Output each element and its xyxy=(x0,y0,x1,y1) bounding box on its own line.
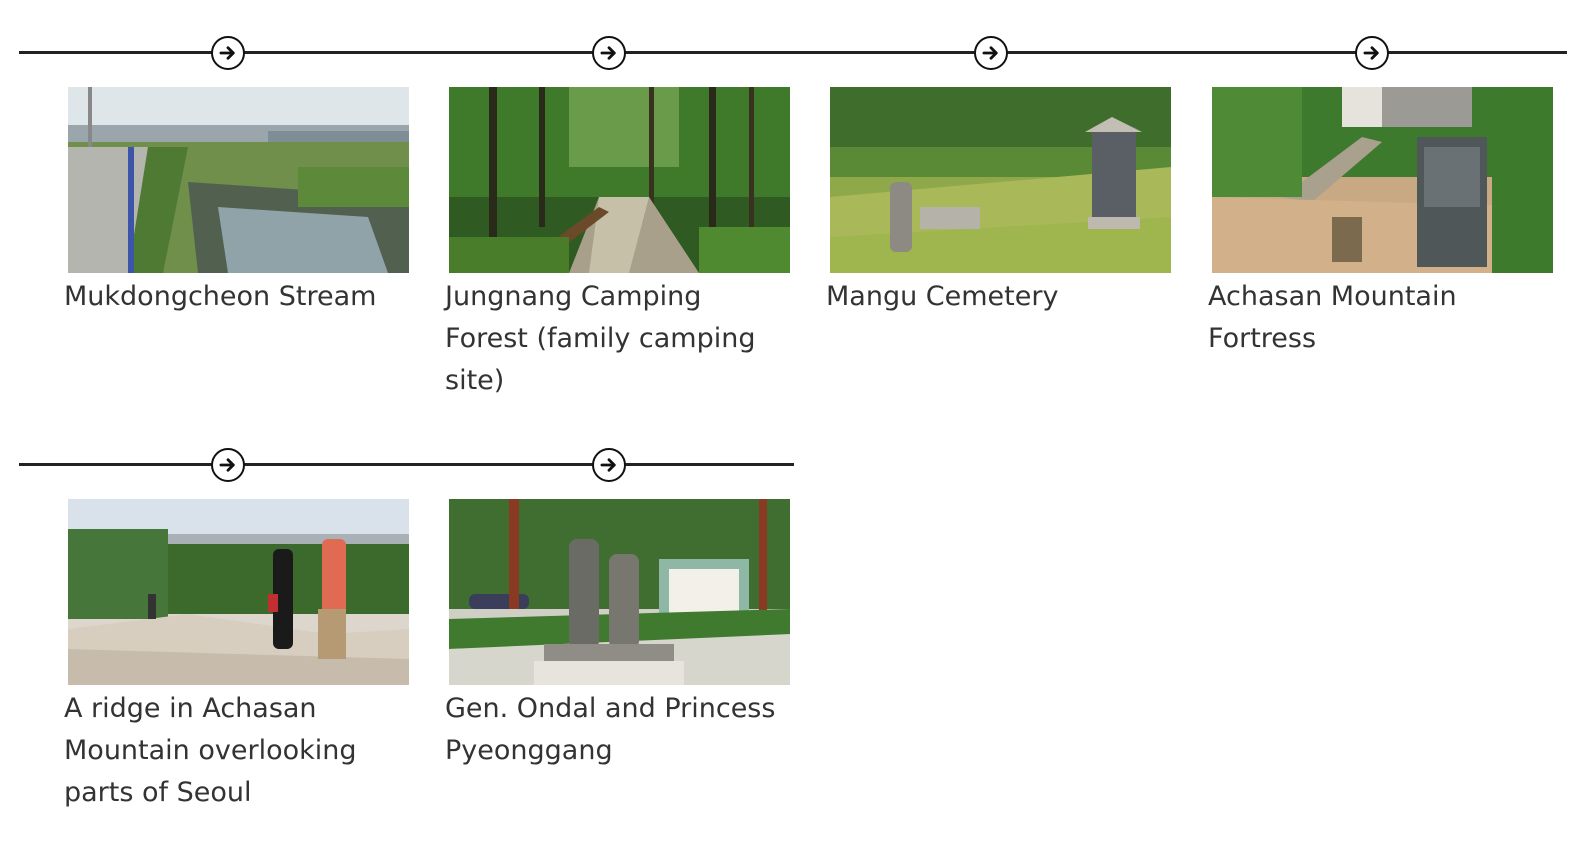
route-line xyxy=(19,51,1567,54)
route-row-1: Mukdongcheon Stream xyxy=(0,0,1589,420)
fortress-photo xyxy=(1212,87,1553,273)
stop-mangu-cemetery[interactable]: Mangu Cemetery xyxy=(826,87,1175,318)
stop-label: A ridge in Achasan Mountain overlooking … xyxy=(64,693,357,808)
stop-label: Jungnang Camping Forest (family camping … xyxy=(445,281,756,396)
stop-ondal-pyeonggang-statue[interactable]: Gen. Ondal and Princess Pyeonggang xyxy=(445,499,794,772)
stop-label: Gen. Ondal and Princess Pyeonggang xyxy=(445,693,776,766)
arrow-right-circle-icon xyxy=(211,448,245,482)
stream-photo xyxy=(68,87,409,273)
route-row-2: A ridge in Achasan Mountain overlooking … xyxy=(0,420,1589,844)
arrow-right-circle-icon xyxy=(1355,36,1389,70)
stop-label: Mukdongcheon Stream xyxy=(64,281,377,312)
stop-label: Achasan Mountain Fortress xyxy=(1208,281,1457,354)
ridge-photo xyxy=(68,499,409,685)
forest-photo xyxy=(449,87,790,273)
arrow-right-circle-icon xyxy=(592,448,626,482)
arrow-right-circle-icon xyxy=(211,36,245,70)
stop-label: Mangu Cemetery xyxy=(826,281,1059,312)
arrow-right-circle-icon xyxy=(974,36,1008,70)
stop-achasan-ridge[interactable]: A ridge in Achasan Mountain overlooking … xyxy=(64,499,413,814)
stop-jungnang-camping-forest[interactable]: Jungnang Camping Forest (family camping … xyxy=(445,87,794,402)
statue-photo xyxy=(449,499,790,685)
arrow-right-circle-icon xyxy=(592,36,626,70)
cemetery-photo xyxy=(830,87,1171,273)
stop-achasan-mountain-fortress[interactable]: Achasan Mountain Fortress xyxy=(1208,87,1557,360)
stop-mukdongcheon-stream[interactable]: Mukdongcheon Stream xyxy=(64,87,413,318)
route-line xyxy=(19,463,794,466)
